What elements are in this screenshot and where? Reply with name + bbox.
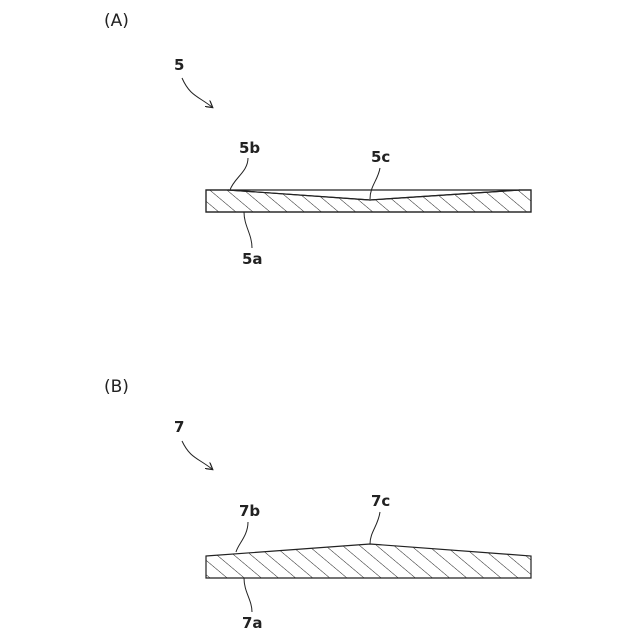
label-7b: 7b bbox=[239, 502, 260, 520]
leader-7b bbox=[236, 522, 248, 552]
label-5b: 5b bbox=[239, 139, 260, 157]
panel-b: (B) 7 7b 7c 7a bbox=[104, 377, 531, 632]
part-7-label: 7 bbox=[174, 418, 184, 436]
leader-5c bbox=[370, 168, 380, 199]
concave-plate-body bbox=[206, 190, 531, 212]
leader-5a bbox=[244, 212, 252, 248]
panel-b-label: (B) bbox=[104, 377, 129, 397]
part-5-arrow bbox=[182, 78, 212, 107]
leader-7a bbox=[244, 578, 252, 612]
label-5a: 5a bbox=[242, 250, 263, 268]
label-7c: 7c bbox=[371, 492, 390, 510]
label-5c: 5c bbox=[371, 148, 390, 166]
leader-7c bbox=[370, 512, 380, 544]
part-7-arrow bbox=[182, 441, 212, 469]
panel-a: (A) 5 5b 5c 5a bbox=[104, 11, 531, 268]
convex-plate-body bbox=[206, 544, 531, 578]
label-7a: 7a bbox=[242, 614, 263, 632]
panel-a-label: (A) bbox=[104, 11, 129, 31]
part-5-label: 5 bbox=[174, 56, 184, 74]
leader-5b bbox=[230, 158, 248, 190]
